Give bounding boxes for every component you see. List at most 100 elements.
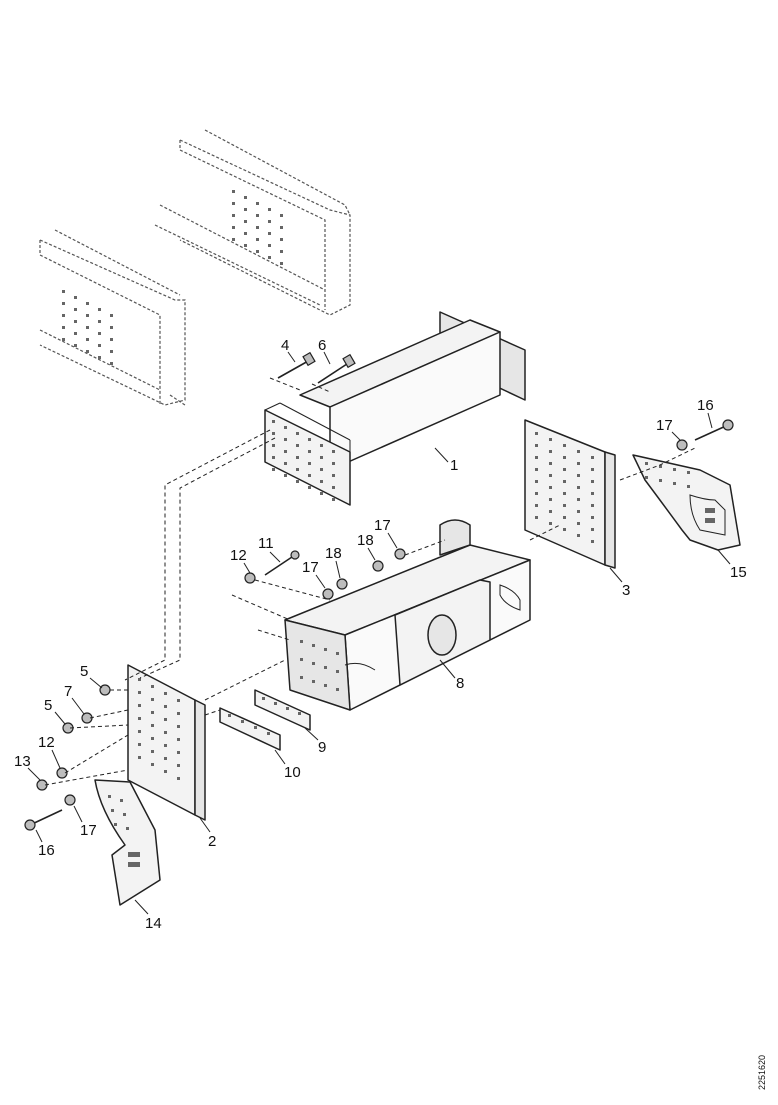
part-6-bolt [317,353,356,384]
bolt-hole [659,479,662,482]
callout-11: 11 [258,535,274,552]
bolt-hole [110,362,113,365]
bolt-hole [267,732,270,735]
bolt-hole [591,540,594,543]
bolt-hole [549,450,552,453]
callout-15: 15 [730,564,747,581]
bolt-hole [280,262,283,265]
bolt-hole [177,699,180,702]
bolt-hole [296,468,299,471]
bolt-hole [549,438,552,441]
bolt-hole [563,504,566,507]
bolt-hole [563,516,566,519]
bolt-hole [244,208,247,211]
bolt-hole [284,462,287,465]
bolt-hole [284,450,287,453]
bolt-hole [86,338,89,341]
bolt-hole [535,468,538,471]
bolt-hole [151,763,154,766]
callout-2: 2 [208,833,216,850]
part-17-washer-right [676,439,688,451]
bolt-hole [138,730,141,733]
part-16-bolt-left [24,809,63,831]
bolt-hole [98,344,101,347]
bolt-hole [138,678,141,681]
bolt-hole [164,757,167,760]
bolt-hole [320,456,323,459]
bolt-hole [110,314,113,317]
bolt-hole [296,480,299,483]
bolt-hole [138,756,141,759]
bolt-hole [98,356,101,359]
part-12-nut-upper [244,572,256,584]
part-18-nut-upper [372,560,384,572]
bolt-hole [308,474,311,477]
bolt-hole [268,232,271,235]
callout-5a: 5 [80,663,88,680]
part-2-mounting-plate-left [127,664,206,821]
bolt-hole [62,290,65,293]
bolt-hole [298,712,301,715]
bolt-hole [268,256,271,259]
part-3-mounting-plate-right [524,419,616,569]
bolt-hole [296,456,299,459]
part-15-bracket-right [632,454,741,551]
bolt-hole [591,480,594,483]
assembly-lines [44,429,561,786]
bolt-hole [549,522,552,525]
bolt-hole [120,799,123,802]
bolt-hole [320,492,323,495]
bolt-hole [138,717,141,720]
bolt-hole [232,190,235,193]
bolt-hole [177,712,180,715]
bolt-hole [98,332,101,335]
bolt-hole [110,326,113,329]
bolt-hole [324,684,327,687]
bolt-hole [164,770,167,773]
bolt-hole [62,338,65,341]
bolt-hole [332,498,335,501]
bolt-hole [232,226,235,229]
bolt-hole [244,244,247,247]
bolt-hole [336,670,339,673]
bolt-hole [280,250,283,253]
bolt-hole [74,296,77,299]
bolt-hole [312,644,315,647]
part-1-crossmember-tube [264,311,526,506]
bolt-hole [535,432,538,435]
bolt-hole [256,250,259,253]
bolt-hole [74,320,77,323]
bolt-hole [177,751,180,754]
vehicle-frame-rail-left [39,229,186,406]
bolt-hole [98,320,101,323]
part-8-hitch-receiver [284,519,531,711]
part-18-nut-center [336,578,348,590]
callout-1: 1 [450,457,458,474]
part-4-bolt [277,351,316,379]
bolt-hole [232,238,235,241]
bolt-hole [164,705,167,708]
bolt-hole [324,666,327,669]
bolt-hole [177,738,180,741]
bolt-hole [280,226,283,229]
bolt-hole [268,220,271,223]
bolt-hole [126,827,129,830]
bolt-hole [312,680,315,683]
callout-17d: 17 [80,822,97,839]
part-10-tapping-plate [219,707,281,751]
bolt-hole [673,468,676,471]
bolt-hole [151,685,154,688]
bolt-hole [280,238,283,241]
callout-17a: 17 [656,417,673,434]
bolt-hole [535,480,538,483]
bolt-hole [687,471,690,474]
bolt-hole [645,476,648,479]
bolt-hole [687,485,690,488]
vehicle-frame-rail-right [154,129,351,316]
part-9-tapping-plate [254,689,311,731]
bolt-hole [262,697,265,700]
bolt-hole [535,444,538,447]
bolt-hole [535,504,538,507]
bolt-hole [164,731,167,734]
bolt-hole [336,652,339,655]
